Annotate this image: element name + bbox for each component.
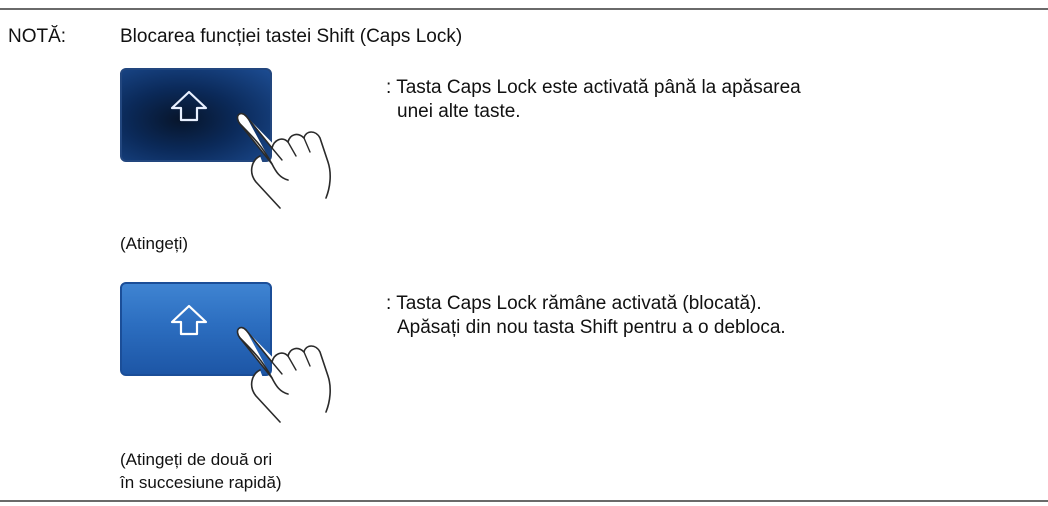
description-line: : Tasta Caps Lock este activată până la … (386, 77, 801, 98)
caption-line: (Atingeți de două ori (120, 450, 273, 469)
note-title: Blocarea funcției tastei Shift (Caps Loc… (120, 26, 463, 47)
shift-arrow-icon (170, 90, 208, 122)
caption-line: în succesiune rapidă) (120, 473, 282, 492)
description-line: : Tasta Caps Lock rămâne activată (bloca… (386, 293, 762, 314)
tap-description: : Tasta Caps Lock este activată până la … (386, 76, 801, 124)
shift-key-tap-illustration (120, 68, 272, 162)
tap-caption: (Atingeți) (120, 234, 188, 254)
description-line: unei alte taste. (397, 101, 521, 122)
double-tap-description: : Tasta Caps Lock rămâne activată (bloca… (386, 292, 786, 340)
shift-arrow-icon (170, 304, 208, 336)
note-label: NOTĂ: (8, 26, 67, 47)
pointing-hand-icon (236, 112, 331, 209)
description-line: Apăsați din nou tasta Shift pentru a o d… (397, 317, 786, 338)
caption-line: (Atingeți) (120, 234, 189, 253)
pointing-hand-icon (236, 326, 331, 423)
shift-key-double-tap-illustration (120, 282, 272, 376)
top-rule (0, 8, 1048, 10)
double-tap-caption: (Atingeți de două ori în succesiune rapi… (120, 448, 340, 494)
bottom-rule (0, 500, 1048, 502)
